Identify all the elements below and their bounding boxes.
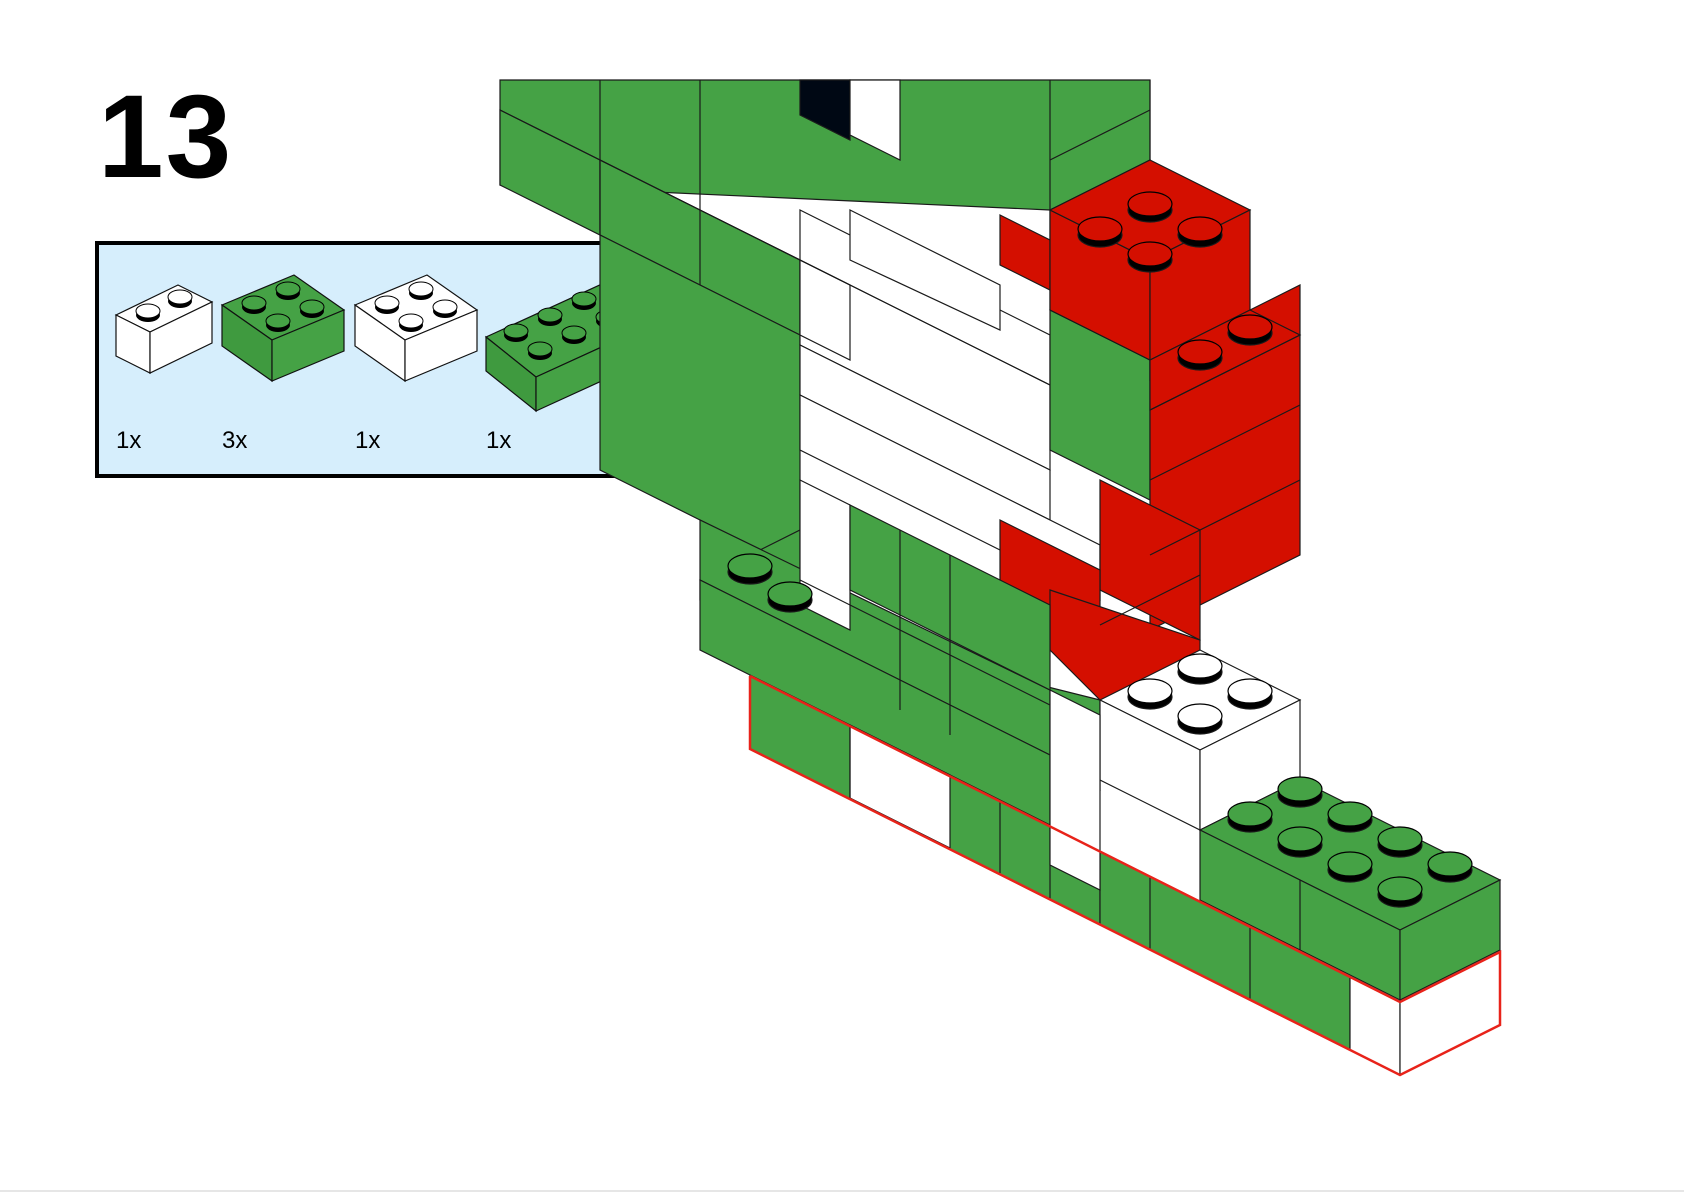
green-brick-2x2-icon [220,274,347,385]
new-parts-highlight [748,674,1502,1077]
step-number: 13 [98,71,234,203]
quantity-label: 1x [486,427,512,454]
quantity-label: 1x [355,427,381,454]
quantity-label: 1x [116,427,142,454]
red-studs [1077,191,1273,371]
quantity-label: 3x [222,427,248,454]
white-brick-2x2-icon [353,274,480,385]
page-divider [0,1190,1684,1192]
white-brick-1x2-icon [114,284,216,380]
